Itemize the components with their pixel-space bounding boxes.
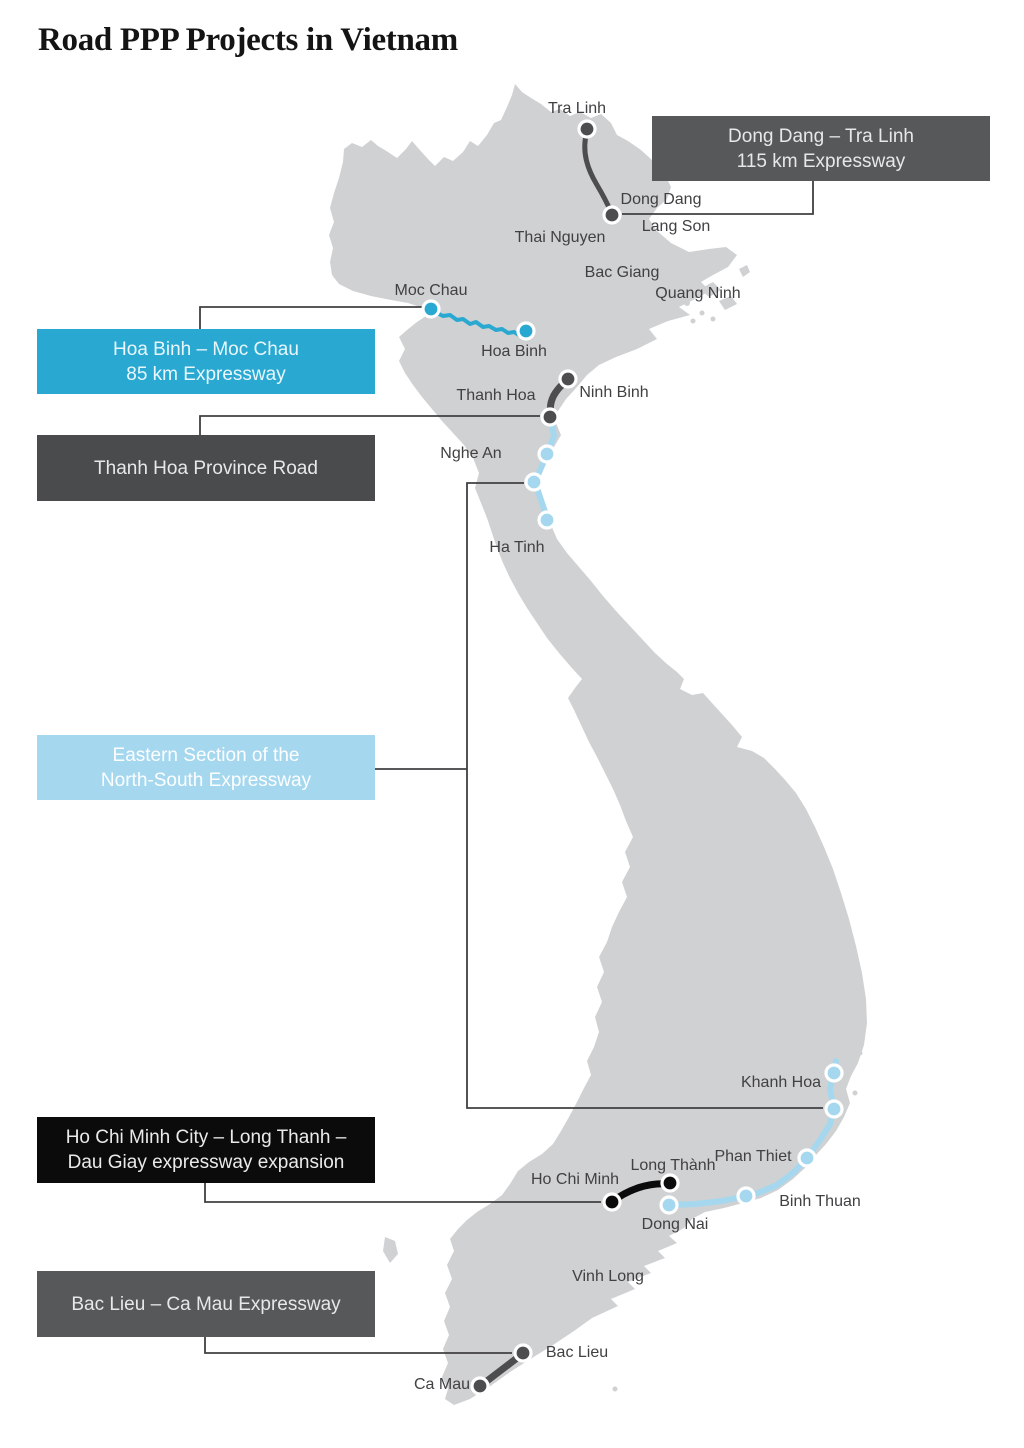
project-box-line: Dong Dang – Tra Linh [728, 125, 914, 147]
project-box-dong-dang-tra-linh: Dong Dang – Tra Linh 115 km Expressway [652, 116, 990, 181]
page-title: Road PPP Projects in Vietnam [38, 22, 458, 58]
connector-dong-dang-tra-linh [622, 181, 814, 215]
route-bac-lieu-ca-mau [479, 1351, 525, 1388]
connector-hoa-binh-moc-chau [199, 306, 423, 329]
city-dot-ho-chi-minh [602, 1192, 622, 1212]
connector-bac-lieu [204, 1337, 512, 1354]
city-dot-dong-nai [659, 1195, 679, 1215]
route-eastern-section-north [532, 416, 557, 521]
project-box-line: Dau Giay expressway expansion [67, 1152, 345, 1173]
vietnam-landmass [329, 84, 867, 1405]
city-label-moc-chau: Moc Chau [394, 282, 468, 299]
city-label-vinh-long: Vinh Long [572, 1268, 644, 1285]
city-label-binh-thuan: Binh Thuan [779, 1193, 861, 1210]
project-box-thanh-hoa-province-road: Thanh Hoa Province Road [37, 435, 375, 501]
small-islands [612, 1050, 863, 1392]
waypoint-dot-khanh-hoa-2 [824, 1099, 844, 1119]
project-box-line: Eastern Section of the [112, 744, 300, 766]
city-dot-bac-lieu [513, 1343, 533, 1363]
city-label-thanh-hoa: Thanh Hoa [456, 387, 536, 404]
city-label-dong-dang: Dong Dang [620, 191, 702, 208]
connector-thanh-hoa [199, 415, 540, 435]
city-dots [421, 119, 844, 1396]
waypoint-dot-khanh-hoa-1 [824, 1063, 844, 1083]
city-label-tra-linh: Tra Linh [547, 100, 607, 117]
city-label-long-thanh: Long Thành [630, 1157, 716, 1174]
city-dot-ca-mau [470, 1376, 490, 1396]
waypoint-dot-4 [736, 1186, 756, 1206]
halong-bay-islands [684, 265, 750, 324]
project-box-hoa-binh-moc-chau: Hoa Binh – Moc Chau 85 km Expressway [37, 329, 375, 394]
project-box-bac-lieu-ca-mau: Bac Lieu – Ca Mau Expressway [37, 1271, 375, 1337]
project-box-hcmc-long-thanh-dau-giay: Ho Chi Minh City – Long Thanh – Dau Giay… [37, 1117, 375, 1183]
phu-quoc-island [383, 1237, 398, 1263]
waypoint-dot-2 [524, 472, 544, 492]
city-label-bac-lieu: Bac Lieu [545, 1344, 609, 1361]
waypoint-dot-1 [537, 444, 557, 464]
city-dot-phan-thiet [797, 1148, 817, 1168]
city-dot-tra-linh [577, 119, 597, 139]
city-label-ca-mau: Ca Mau [413, 1376, 471, 1393]
city-label-ha-tinh: Ha Tinh [489, 539, 545, 556]
route-hoa-binh-moc-chau [431, 309, 527, 337]
project-box-line: Thanh Hoa Province Road [94, 457, 318, 479]
route-dong-dang-tra-linh [582, 128, 615, 217]
project-box-line: Hoa Binh – Moc Chau [113, 338, 299, 360]
city-label-ho-chi-minh: Ho Chi Minh [530, 1171, 620, 1188]
box-connectors [199, 181, 823, 1354]
city-dot-ninh-binh [558, 369, 578, 389]
city-dot-thanh-hoa [540, 407, 560, 427]
connector-hcmc [204, 1183, 601, 1203]
city-label-thai-nguyen: Thai Nguyen [514, 229, 606, 246]
connector-eastern-section-main [466, 482, 823, 1109]
city-label-quang-ninh: Quang Ninh [655, 285, 741, 302]
project-box-line: 85 km Expressway [126, 363, 286, 385]
project-box-line: Ho Chi Minh City – Long Thanh – [65, 1127, 347, 1148]
city-dot-moc-chau [421, 299, 441, 319]
city-label-khanh-hoa: Khanh Hoa [740, 1074, 822, 1091]
city-label-nghe-an: Nghe An [440, 445, 502, 462]
city-dot-hoa-binh [516, 321, 536, 341]
city-label-lang-son: Lang Son [641, 218, 711, 235]
waypoint-dot-3 [537, 510, 557, 530]
city-dot-long-thanh [660, 1173, 680, 1193]
city-label-hoa-binh: Hoa Binh [481, 343, 547, 360]
project-box-line: 115 km Expressway [736, 150, 906, 172]
city-label-ninh-binh: Ninh Binh [579, 384, 649, 401]
project-box-line: North-South Expressway [100, 769, 312, 791]
city-label-dong-nai: Dong Nai [641, 1216, 709, 1233]
city-label-bac-giang: Bac Giang [584, 264, 660, 281]
city-dot-dong-dang [602, 205, 622, 225]
city-label-phan-thiet: Phan Thiet [714, 1148, 792, 1165]
project-box-line: Bac Lieu – Ca Mau Expressway [71, 1293, 341, 1315]
project-box-eastern-section: Eastern Section of the North-South Expre… [37, 735, 375, 800]
